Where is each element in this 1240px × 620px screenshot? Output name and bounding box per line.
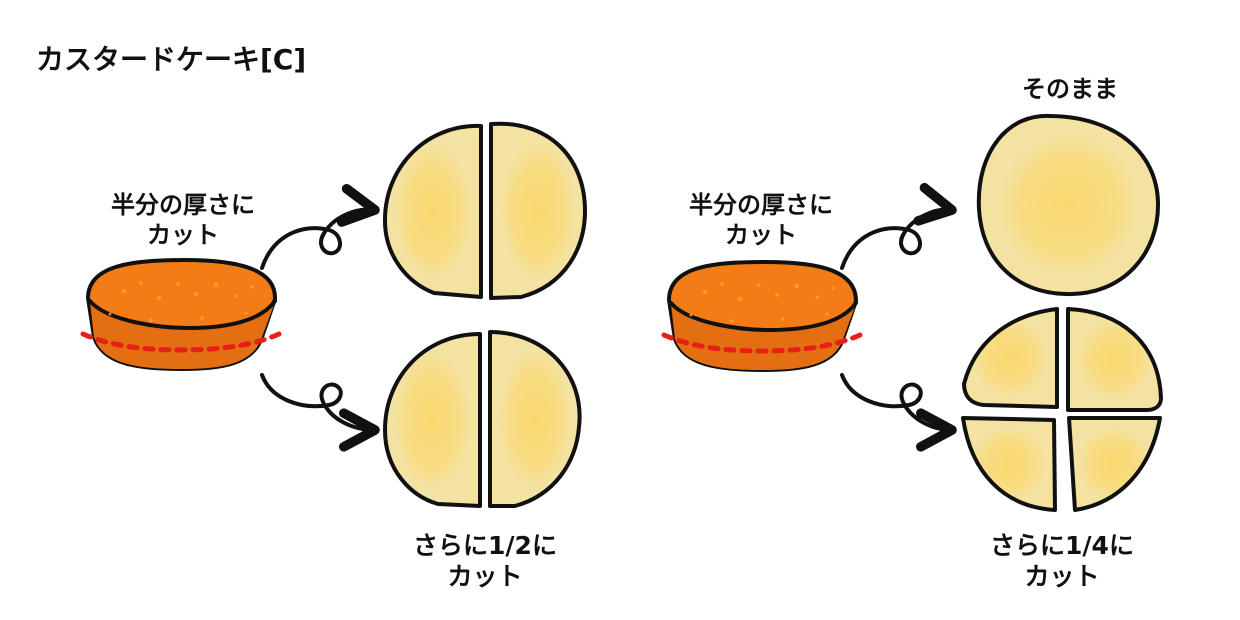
diagram-title: カスタードケーキ[C] [36, 43, 307, 76]
right-result-instruction-line-1: さらに1/4に [990, 531, 1134, 560]
right-top-whole-slice [976, 113, 1161, 297]
right-cut-instruction-line-2: カット [725, 221, 797, 249]
left-cake-speckles [108, 281, 254, 322]
right-cake-top-edge [669, 301, 858, 333]
left-result-instruction: さらに1/2に カット [365, 530, 605, 593]
left-cake-side-shadow [90, 302, 275, 369]
left-cut-instruction: 半分の厚さに カット [78, 190, 288, 250]
right-cake-side-shadow [671, 304, 856, 370]
right-bottom-quarter-slices [961, 307, 1163, 512]
right-quarter-top-right [1066, 307, 1163, 412]
left-cut-instruction-line-1: 半分の厚さに [111, 191, 255, 219]
left-cake-top-edge [88, 299, 277, 331]
left-bottom-left-half [383, 332, 482, 508]
left-top-curved-arrow [260, 183, 380, 270]
left-cake [80, 258, 282, 371]
right-result-instruction: さらに1/4に カット [942, 530, 1182, 593]
left-top-half-slices [382, 121, 587, 300]
left-bottom-curved-arrow [260, 373, 380, 452]
left-top-right-half [489, 121, 587, 300]
left-bottom-right-half [488, 330, 582, 508]
right-cake-cut-line [661, 332, 863, 354]
left-bottom-half-slices [383, 330, 582, 508]
left-result-instruction-line-2: カット [447, 562, 523, 592]
right-cake [661, 260, 863, 372]
right-top-curved-arrow [840, 182, 957, 270]
right-quarter-top-left [962, 307, 1059, 409]
right-cut-instruction: 半分の厚さに カット [656, 190, 866, 250]
right-top-instruction: そのまま [1022, 75, 1118, 103]
left-cut-instruction-line-2: カット [147, 221, 219, 249]
right-quarter-bottom-right [1067, 416, 1162, 512]
right-quarter-bottom-left [961, 416, 1057, 512]
left-cake-cut-line [80, 331, 282, 353]
right-result-instruction-line-2: カット [1024, 562, 1100, 592]
right-cut-instruction-line-1: 半分の厚さに [689, 191, 833, 219]
left-top-left-half [382, 123, 483, 299]
left-result-instruction-line-1: さらに1/2に [413, 531, 557, 560]
right-bottom-curved-arrow [840, 373, 957, 452]
right-cake-speckles [689, 282, 835, 323]
